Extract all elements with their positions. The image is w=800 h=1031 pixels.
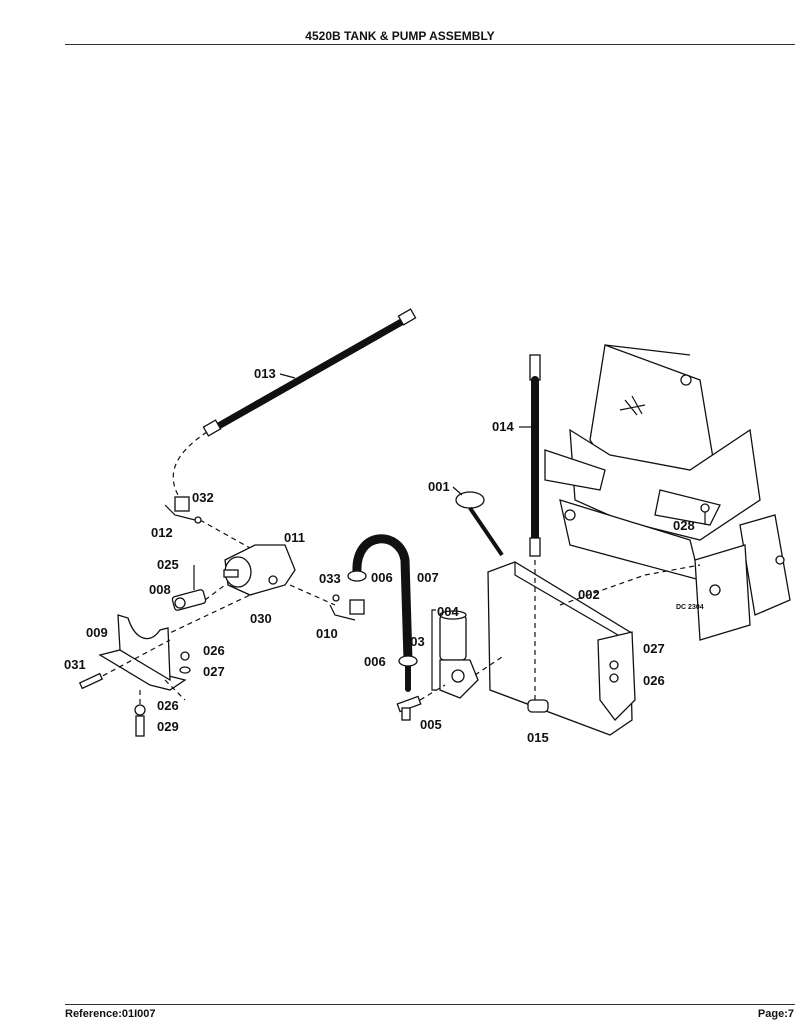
- callout-005: 005: [420, 717, 442, 732]
- callout-001: 001: [428, 479, 450, 494]
- callout-007: 007: [417, 570, 439, 585]
- callout-labels: 013 014 001 032 012 011 025 008 033 006 …: [64, 366, 695, 745]
- drawing-number-stamp: DC 2304: [676, 604, 704, 611]
- callout-030: 030: [250, 611, 272, 626]
- callout-029: 029: [157, 719, 179, 734]
- callout-002: 002: [578, 587, 600, 602]
- hardware: [78, 503, 710, 737]
- callout-031: 031: [64, 657, 86, 672]
- page-title: 4520B TANK & PUMP ASSEMBLY: [305, 29, 495, 43]
- fitting-012: [164, 496, 202, 524]
- header-divider: [65, 44, 795, 45]
- callout-009: 009: [86, 625, 108, 640]
- dipstick: [455, 491, 504, 557]
- callout-003: 003: [403, 634, 425, 649]
- fitting-015: [527, 699, 549, 713]
- callout-008: 008: [149, 582, 171, 597]
- bracket-009: [94, 614, 187, 705]
- callout-014: 014: [492, 419, 514, 434]
- callout-027-right: 027: [643, 641, 665, 656]
- pump: [154, 519, 336, 641]
- hose-014: [529, 354, 541, 700]
- callout-006-lower: 006: [364, 654, 386, 669]
- callout-026-upper: 026: [203, 643, 225, 658]
- callout-028: 028: [673, 518, 695, 533]
- hose-013: [172, 308, 417, 496]
- fitting-010: [329, 594, 365, 621]
- reference-number: Reference:01I007: [65, 1008, 156, 1020]
- page-number: Page:7: [757, 1008, 794, 1020]
- callout-026-lower: 026: [157, 698, 179, 713]
- callout-013: 013: [254, 366, 276, 381]
- callout-004: 004: [437, 604, 459, 619]
- fitting-008: [171, 565, 207, 611]
- callout-032: 032: [192, 490, 214, 505]
- callout-027-left: 027: [203, 664, 225, 679]
- tank: [487, 561, 701, 736]
- footer-divider: [65, 1004, 795, 1005]
- hose-007: [347, 534, 418, 693]
- callout-025: 025: [157, 557, 179, 572]
- callout-033: 033: [319, 571, 341, 586]
- fitting-005: [396, 684, 446, 721]
- callout-011: 011: [284, 530, 305, 545]
- callout-015: 015: [527, 730, 549, 745]
- filter-assembly: [431, 609, 506, 699]
- callout-012: 012: [151, 525, 173, 540]
- frame-assembly: [544, 344, 791, 641]
- callout-026-right: 026: [643, 673, 665, 688]
- callout-006-upper: 006: [371, 570, 393, 585]
- callout-010: 010: [316, 626, 338, 641]
